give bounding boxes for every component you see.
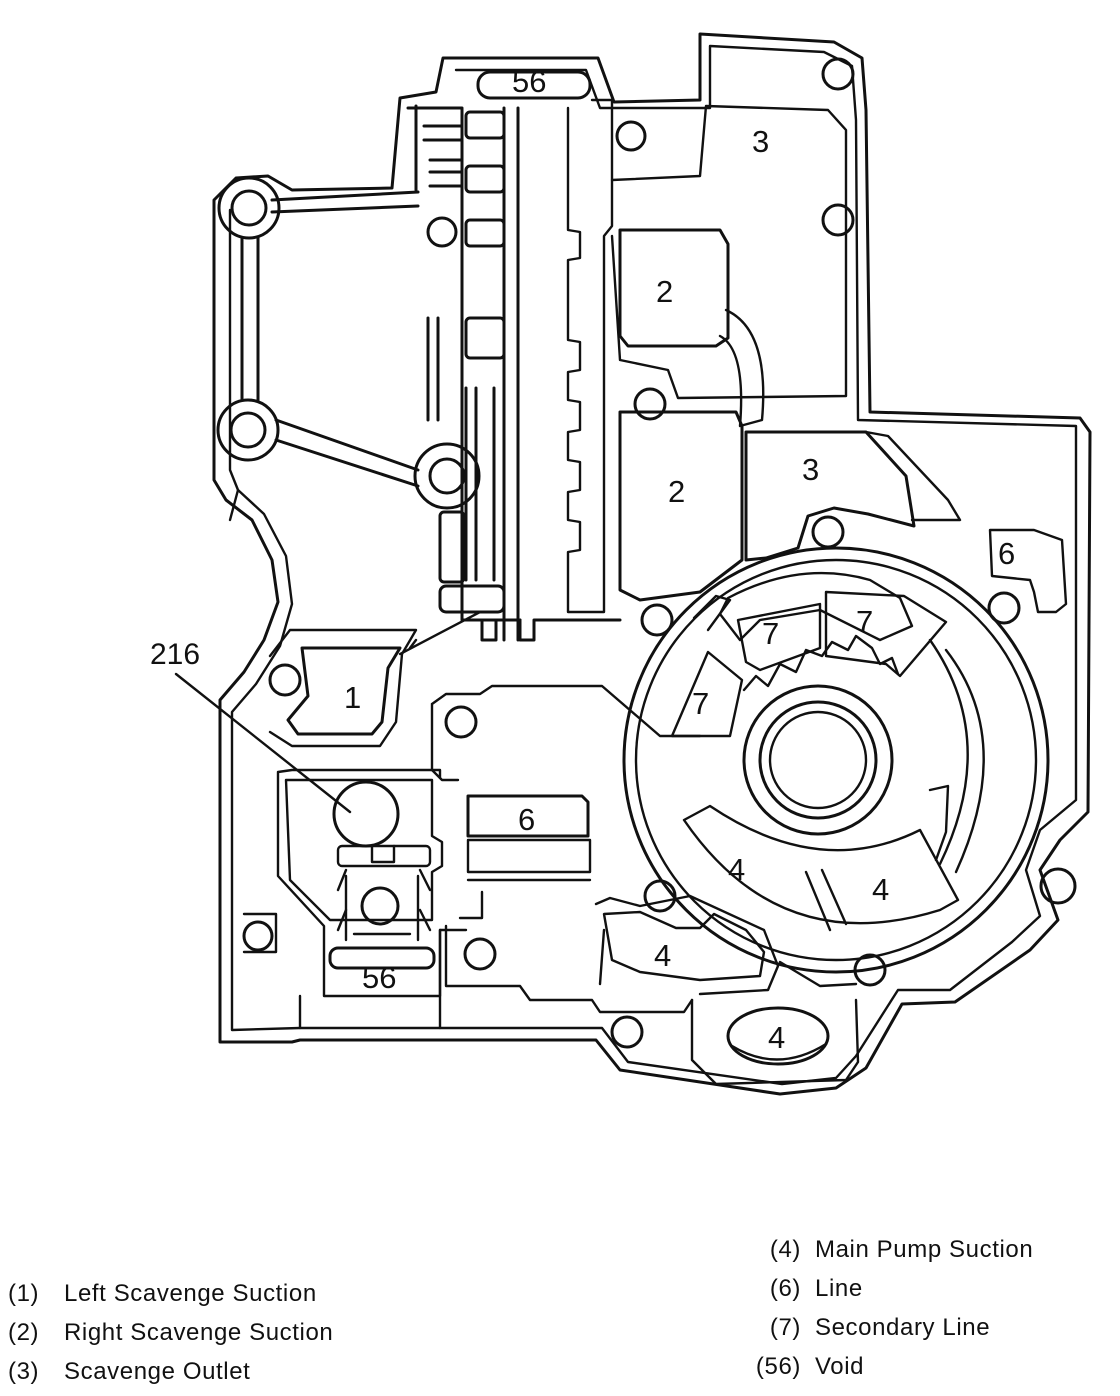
bolt-hole-icon xyxy=(229,411,267,449)
bolt-hole-icon xyxy=(821,203,855,237)
line-center-passage xyxy=(458,838,592,920)
legend-item-left-scavenge: (1)Left Scavenge Suction xyxy=(8,1280,317,1307)
main-suction-port-icon xyxy=(726,1006,830,1066)
main-suction-port-lip xyxy=(730,1042,828,1061)
line-right-label: 6 xyxy=(998,536,1015,571)
bolt-hole-icon xyxy=(610,1015,644,1049)
void-bottom-slot xyxy=(328,946,436,970)
lower-left-chamber xyxy=(284,778,444,922)
secondary-line-segment-a xyxy=(718,571,914,642)
bolt-hole-icon xyxy=(216,398,280,462)
bolt-hole-icon xyxy=(230,189,268,227)
bolt-hole-icon xyxy=(426,216,458,248)
legend-item-scavenge-outlet: (3)Scavenge Outlet xyxy=(8,1358,251,1385)
pump-inner-arc xyxy=(928,638,985,874)
pump-rotor-ring xyxy=(742,684,894,836)
line-center-pocket xyxy=(466,794,590,838)
right-scavenge-lower-label: 2 xyxy=(668,474,685,509)
bolt-hole-icon xyxy=(640,603,674,637)
line-right-pocket xyxy=(988,528,1068,614)
scavenge-outlet-lower-label: 3 xyxy=(802,452,819,487)
void-top-label: 56 xyxy=(512,64,546,99)
bolt-holes xyxy=(216,57,1077,1049)
pump-outer-ring xyxy=(622,546,1050,974)
bolt-hole-icon xyxy=(444,705,478,739)
main-suction-a-label: 4 xyxy=(728,852,745,887)
left-scavenge-pocket xyxy=(286,646,402,736)
secondary-line-a-label: 7 xyxy=(762,616,779,651)
middle-channel xyxy=(430,684,702,782)
check-ball-lower-icon xyxy=(360,886,400,926)
casting-inner-outline xyxy=(228,44,1078,1086)
check-ball-lower-seat xyxy=(344,874,420,942)
bolt-hole-icon xyxy=(242,920,274,952)
bolt-hole-icon xyxy=(811,515,845,549)
bolt-hole-icon xyxy=(615,120,647,152)
main-suction-lower-rim xyxy=(594,894,780,996)
bolt-hole-icon xyxy=(413,442,481,510)
left-frame-arm xyxy=(240,190,420,488)
right-scavenge-lower xyxy=(618,410,744,602)
scalloped-wall xyxy=(566,98,614,614)
scavenge-outlet-lower xyxy=(744,430,916,562)
right-scavenge-upper xyxy=(618,228,730,348)
bolt-hole-icon xyxy=(217,176,281,240)
right-scavenge-upper-label: 2 xyxy=(656,274,673,309)
middle-channel-link xyxy=(398,610,482,656)
main-suction-lower-pocket xyxy=(602,910,766,982)
lower-frame-lines xyxy=(242,912,858,1030)
casting-outline xyxy=(212,32,1092,1096)
legend-item-main-pump-suction: (4)Main Pump Suction xyxy=(769,1236,1034,1263)
right-scavenge-curve xyxy=(718,308,765,428)
bolt-hole-icon xyxy=(463,937,497,971)
void-bottom-label: 56 xyxy=(362,960,396,995)
secondary-line-segment-d xyxy=(670,650,744,738)
pump-crescent-divider xyxy=(804,868,848,932)
void-top-slot xyxy=(476,70,592,100)
secondary-line-link xyxy=(692,594,732,632)
left-scavenge-label: 1 xyxy=(344,680,361,715)
legend-item-secondary-line: (7)Secondary Line xyxy=(769,1314,991,1341)
bolt-hole-icon xyxy=(643,879,677,913)
secondary-line-c-label: 7 xyxy=(692,686,709,721)
bolt-hole-icon xyxy=(633,387,667,421)
main-suction-c-label: 4 xyxy=(654,938,671,973)
bolt-hole-icon xyxy=(987,591,1021,625)
check-ball-icon xyxy=(332,780,400,848)
legend-item-right-scavenge: (2)Right Scavenge Suction xyxy=(8,1319,334,1346)
valve-bore-channels xyxy=(406,104,622,642)
check-ball-seat xyxy=(336,844,432,868)
secondary-line-segment-b xyxy=(824,590,948,678)
bolt-hole-icon xyxy=(1039,867,1077,905)
callout-216-leader xyxy=(174,672,352,814)
main-suction-port-boss xyxy=(690,998,860,1086)
outlet-tab xyxy=(864,430,962,522)
pump-inner-ring xyxy=(634,558,1038,962)
left-frame-notch xyxy=(224,488,254,522)
pump-shaft-icon xyxy=(758,700,878,820)
secondary-line-b-label: 7 xyxy=(856,604,873,639)
pump-baffle xyxy=(928,784,950,862)
callout-216-label: 216 xyxy=(150,638,200,671)
bolt-hole-icon xyxy=(428,457,466,495)
secondary-line-segment-c xyxy=(736,602,822,672)
line-center-label: 6 xyxy=(518,802,535,837)
pump-suction-crescent xyxy=(682,804,960,925)
legend-item-line: (6)Line xyxy=(769,1275,863,1302)
pump-housing xyxy=(622,546,1050,974)
main-suction-b-label: 4 xyxy=(872,872,889,907)
legend-item-void: (56)Void xyxy=(755,1353,865,1380)
scavenge-outlet-upper-label: 3 xyxy=(752,124,769,159)
bolt-hole-icon xyxy=(821,57,855,91)
left-scavenge-rim xyxy=(268,628,418,748)
main-suction-d-label: 4 xyxy=(768,1020,785,1055)
pump-shaft-inner xyxy=(768,710,868,810)
bolt-hole-icon xyxy=(268,663,302,697)
check-ball-cage xyxy=(336,844,432,932)
scavenge-outlet-upper xyxy=(610,104,848,400)
